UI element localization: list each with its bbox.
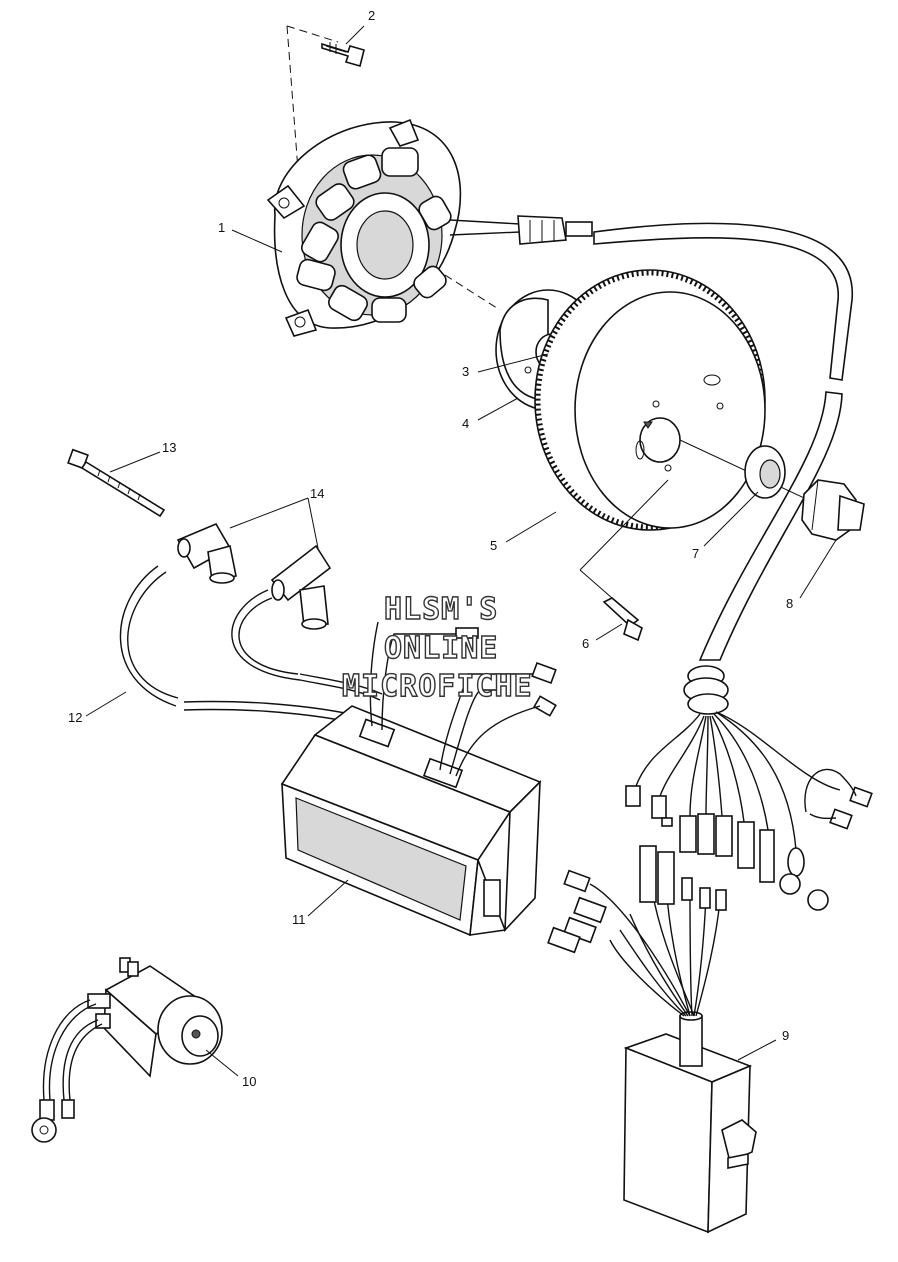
harness-connectors[interactable]: [625, 785, 873, 911]
part-spark-plug-cap-14a[interactable]: [176, 522, 237, 584]
callout-9: 9: [782, 1028, 789, 1043]
part-spark-plug-cap-14b[interactable]: [270, 544, 332, 630]
part-screw-2[interactable]: [321, 42, 365, 67]
part-stator-1[interactable]: [266, 118, 462, 337]
callout-14: 14: [310, 486, 324, 501]
callout-10: 10: [242, 1074, 256, 1089]
part-regulator-9[interactable]: [623, 1011, 757, 1234]
leader-lines: [85, 25, 837, 1077]
regulator-wires[interactable]: [547, 845, 727, 1017]
watermark-line-2: ONLINE: [384, 631, 498, 666]
watermark-line-1: HLSM'S: [384, 592, 498, 627]
part-washer-7[interactable]: [744, 445, 786, 499]
part-bolt-6[interactable]: [602, 597, 643, 642]
solenoid-terminals[interactable]: [31, 1099, 75, 1143]
part-nut-8[interactable]: [801, 479, 865, 541]
watermark-line-3: MICROFICHE: [342, 669, 533, 704]
callout-1: 1: [218, 220, 225, 235]
callout-4: 4: [462, 416, 469, 431]
callout-6: 6: [582, 636, 589, 651]
part-solenoid-10[interactable]: [87, 957, 223, 1078]
callout-5: 5: [490, 538, 497, 553]
part-ht-lead-12[interactable]: [119, 565, 383, 723]
part-cable-tie-13[interactable]: [67, 448, 166, 518]
harness-loom[interactable]: [635, 665, 841, 851]
callout-8: 8: [786, 596, 793, 611]
callout-11: 11: [292, 912, 306, 927]
watermark: HLSM'S ONLINE MICROFICHE: [341, 591, 533, 704]
callout-13: 13: [162, 440, 176, 455]
part-cdi-box-11[interactable]: [280, 705, 542, 937]
callout-2: 2: [368, 8, 375, 23]
part-flywheel-5[interactable]: [534, 269, 766, 531]
stator-connector[interactable]: [517, 215, 593, 245]
callout-12: 12: [68, 710, 82, 725]
callout-labels: 1 2 3 4 5 6 7 8 9 10 11 12 13 14: [68, 8, 793, 1089]
callout-7: 7: [692, 546, 699, 561]
callout-3: 3: [462, 364, 469, 379]
